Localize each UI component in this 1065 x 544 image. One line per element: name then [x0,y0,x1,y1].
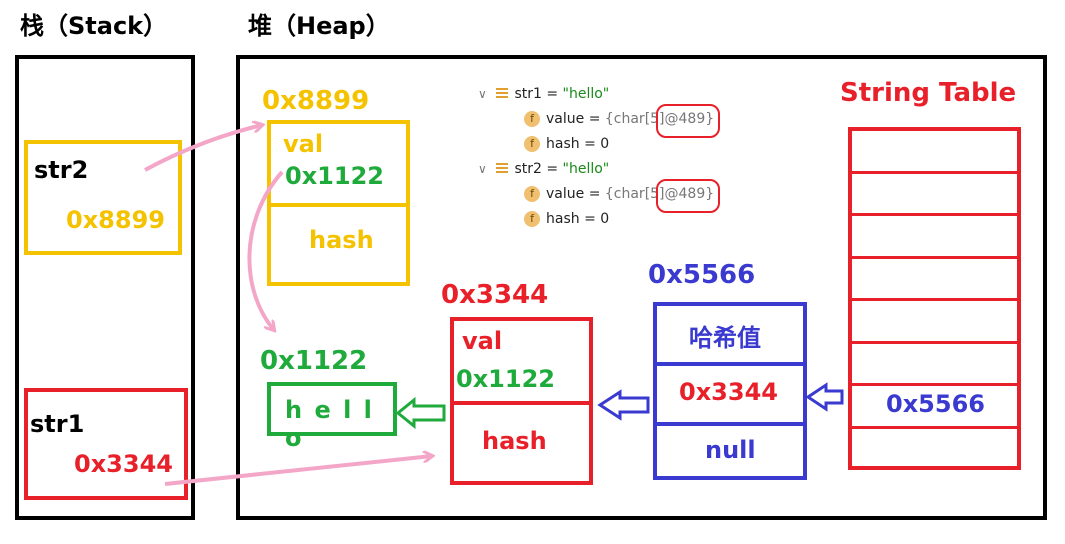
char-array-content: h e l l o [285,396,374,452]
obj-str1-box: val 0x1122 hash [450,317,593,485]
obj-str2-val-label: val [283,130,324,158]
entry-hash-label: 哈希值 [689,324,761,352]
arrow-val-to-char-array [247,170,284,330]
stack-str2-box: str2 0x8899 [24,140,182,255]
debug-str1-field-hash: hash = 0 [546,136,610,152]
debug-str2-field-value-label: value = [546,186,605,202]
entry-next: null [705,436,756,464]
char-array-address: 0x1122 [260,346,368,376]
highlight-oval-str2-value [656,179,720,213]
arrow-entry-to-obj [597,389,650,421]
str2-label: str2 [34,156,89,184]
string-table-row [852,344,1017,386]
field-icon: f [524,186,540,202]
heap-title: 堆（Heap） [248,12,390,40]
stack-frame [15,55,195,520]
field-icon: f [524,136,540,152]
string-table-row [852,216,1017,259]
entry-divider-1 [657,362,803,366]
string-table-row [852,301,1017,344]
str2-address: 0x8899 [66,206,165,234]
obj-str2-val-value: 0x1122 [285,162,384,190]
string-table-row [852,174,1017,216]
str1-label: str1 [30,410,85,438]
obj-str2-divider [271,203,406,207]
obj-str2-hash-label: hash [309,226,374,254]
string-table-title: String Table [840,78,1017,108]
arrow-str1-to-obj [164,456,432,486]
debug-str1-row[interactable]: ∨ str1 = "hello" [478,86,714,111]
debug-str1-name: str1 = [514,86,563,102]
debug-str1-value-row[interactable]: f value = {char[5]@489} [478,111,714,136]
debug-str1-hash-row[interactable]: f hash = 0 [478,136,714,161]
obj-str2-box: val 0x1122 hash [267,120,410,286]
entry-divider-2 [657,422,803,426]
debug-str2-row[interactable]: ∨ str2 = "hello" [478,161,714,186]
heap-frame [236,55,1047,520]
debug-str2-hash-row[interactable]: f hash = 0 [478,211,714,236]
debug-str1-field-value: {char[5]@489} [604,111,715,127]
field-icon: f [524,211,540,227]
obj-str1-val-label: val [462,327,503,355]
string-table-row [852,259,1017,301]
stack-str1-box: str1 0x3344 [24,388,188,500]
stack-title: 栈（Stack） [20,12,168,40]
debug-str2-field-value: {char[5]@489} [604,186,715,202]
obj-str1-divider [454,401,589,405]
obj-str1-hash-label: hash [482,427,547,455]
arrow-table-to-entry [805,382,844,412]
string-table-row [852,131,1017,174]
chevron-down-icon[interactable]: ∨ [478,87,487,101]
highlight-oval-str1-value [656,104,720,138]
debug-str2-name: str2 = [514,161,563,177]
entry-ref: 0x3344 [679,378,778,406]
variable-icon [496,88,509,100]
debug-str2-value-row[interactable]: f value = {char[5]@489} [478,186,714,211]
str1-address: 0x3344 [74,450,173,478]
arrow-obj-to-char-array [395,396,446,430]
debug-str2-field-hash: hash = 0 [546,211,610,227]
arrow-str2-to-obj [144,125,262,172]
obj-str1-address: 0x3344 [441,280,549,310]
char-array-box: h e l l o [267,382,397,452]
string-table-entry-value: 0x5566 [886,390,985,418]
variable-icon [496,163,509,175]
entry-address: 0x5566 [648,260,756,290]
field-icon: f [524,111,540,127]
string-table: 0x5566 [848,127,1021,470]
debug-str1-field-value-label: value = [546,111,605,127]
obj-str1-val-value: 0x1122 [456,365,555,393]
debug-str1-value: "hello" [562,86,610,102]
entry-box: 哈希值 0x3344 null [653,302,807,480]
chevron-down-icon[interactable]: ∨ [478,162,487,176]
debug-str2-value: "hello" [562,161,610,177]
obj-str2-address: 0x8899 [262,86,370,116]
string-table-row-highlight: 0x5566 [852,386,1017,429]
